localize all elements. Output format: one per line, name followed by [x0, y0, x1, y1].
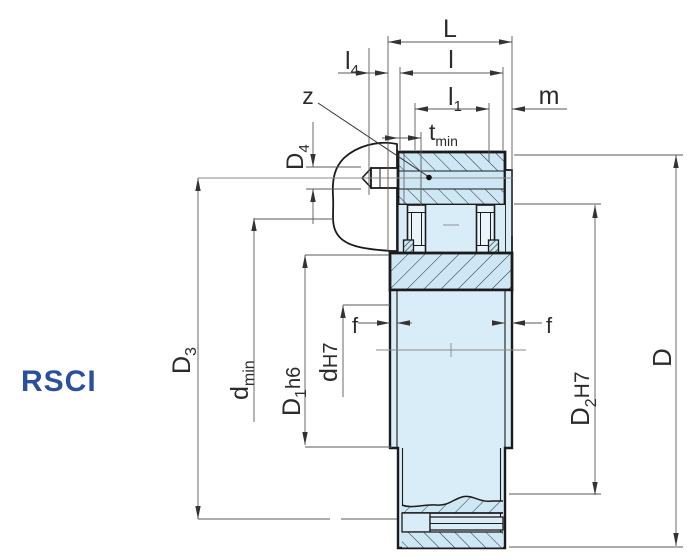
dim-label-L: L: [443, 15, 457, 43]
dimension-arrows: [195, 39, 679, 546]
dim-label-D3: D3: [168, 347, 200, 374]
dim-label-l1: l1: [448, 83, 462, 115]
dim-label-f-left: f: [352, 313, 359, 338]
outer-ring-section: [396, 150, 507, 207]
dim-label-f-right: f: [546, 313, 553, 338]
product-code: RSCI: [21, 365, 97, 398]
hub-sleeve-body: [388, 288, 514, 550]
dim-label-l: l: [448, 46, 454, 74]
leader-dot: [426, 174, 432, 181]
bearing-cage-region: [397, 204, 505, 254]
dim-label-m: m: [539, 82, 560, 110]
z-leader: [317, 102, 432, 181]
dim-label-dmin: dmin: [226, 360, 258, 400]
dim-label-z: z: [302, 83, 314, 109]
shaft-break-outline: [331, 141, 398, 252]
dim-label-tmin: tmin: [429, 119, 458, 149]
end-cover-strip: [504, 169, 513, 254]
dim-label-l4: l4: [345, 47, 359, 79]
keyway-slot: [401, 512, 431, 533]
dimension-texts: L l l4 l1 m tmin z f f D4 D3 dmin D1h6 d…: [168, 15, 677, 426]
dim-label-D1h6: D1h6: [278, 367, 310, 416]
center-lines: [198, 177, 526, 357]
dim-label-dH7: dH7: [315, 343, 343, 382]
dim-label-D4: D4: [282, 144, 313, 170]
break-line: [401, 495, 503, 508]
dim-label-D2H7: D2H7: [565, 371, 600, 426]
inner-ring-flange-section: [388, 251, 514, 292]
dim-label-D: D: [647, 348, 677, 367]
bore-keyway-section: [401, 495, 504, 548]
